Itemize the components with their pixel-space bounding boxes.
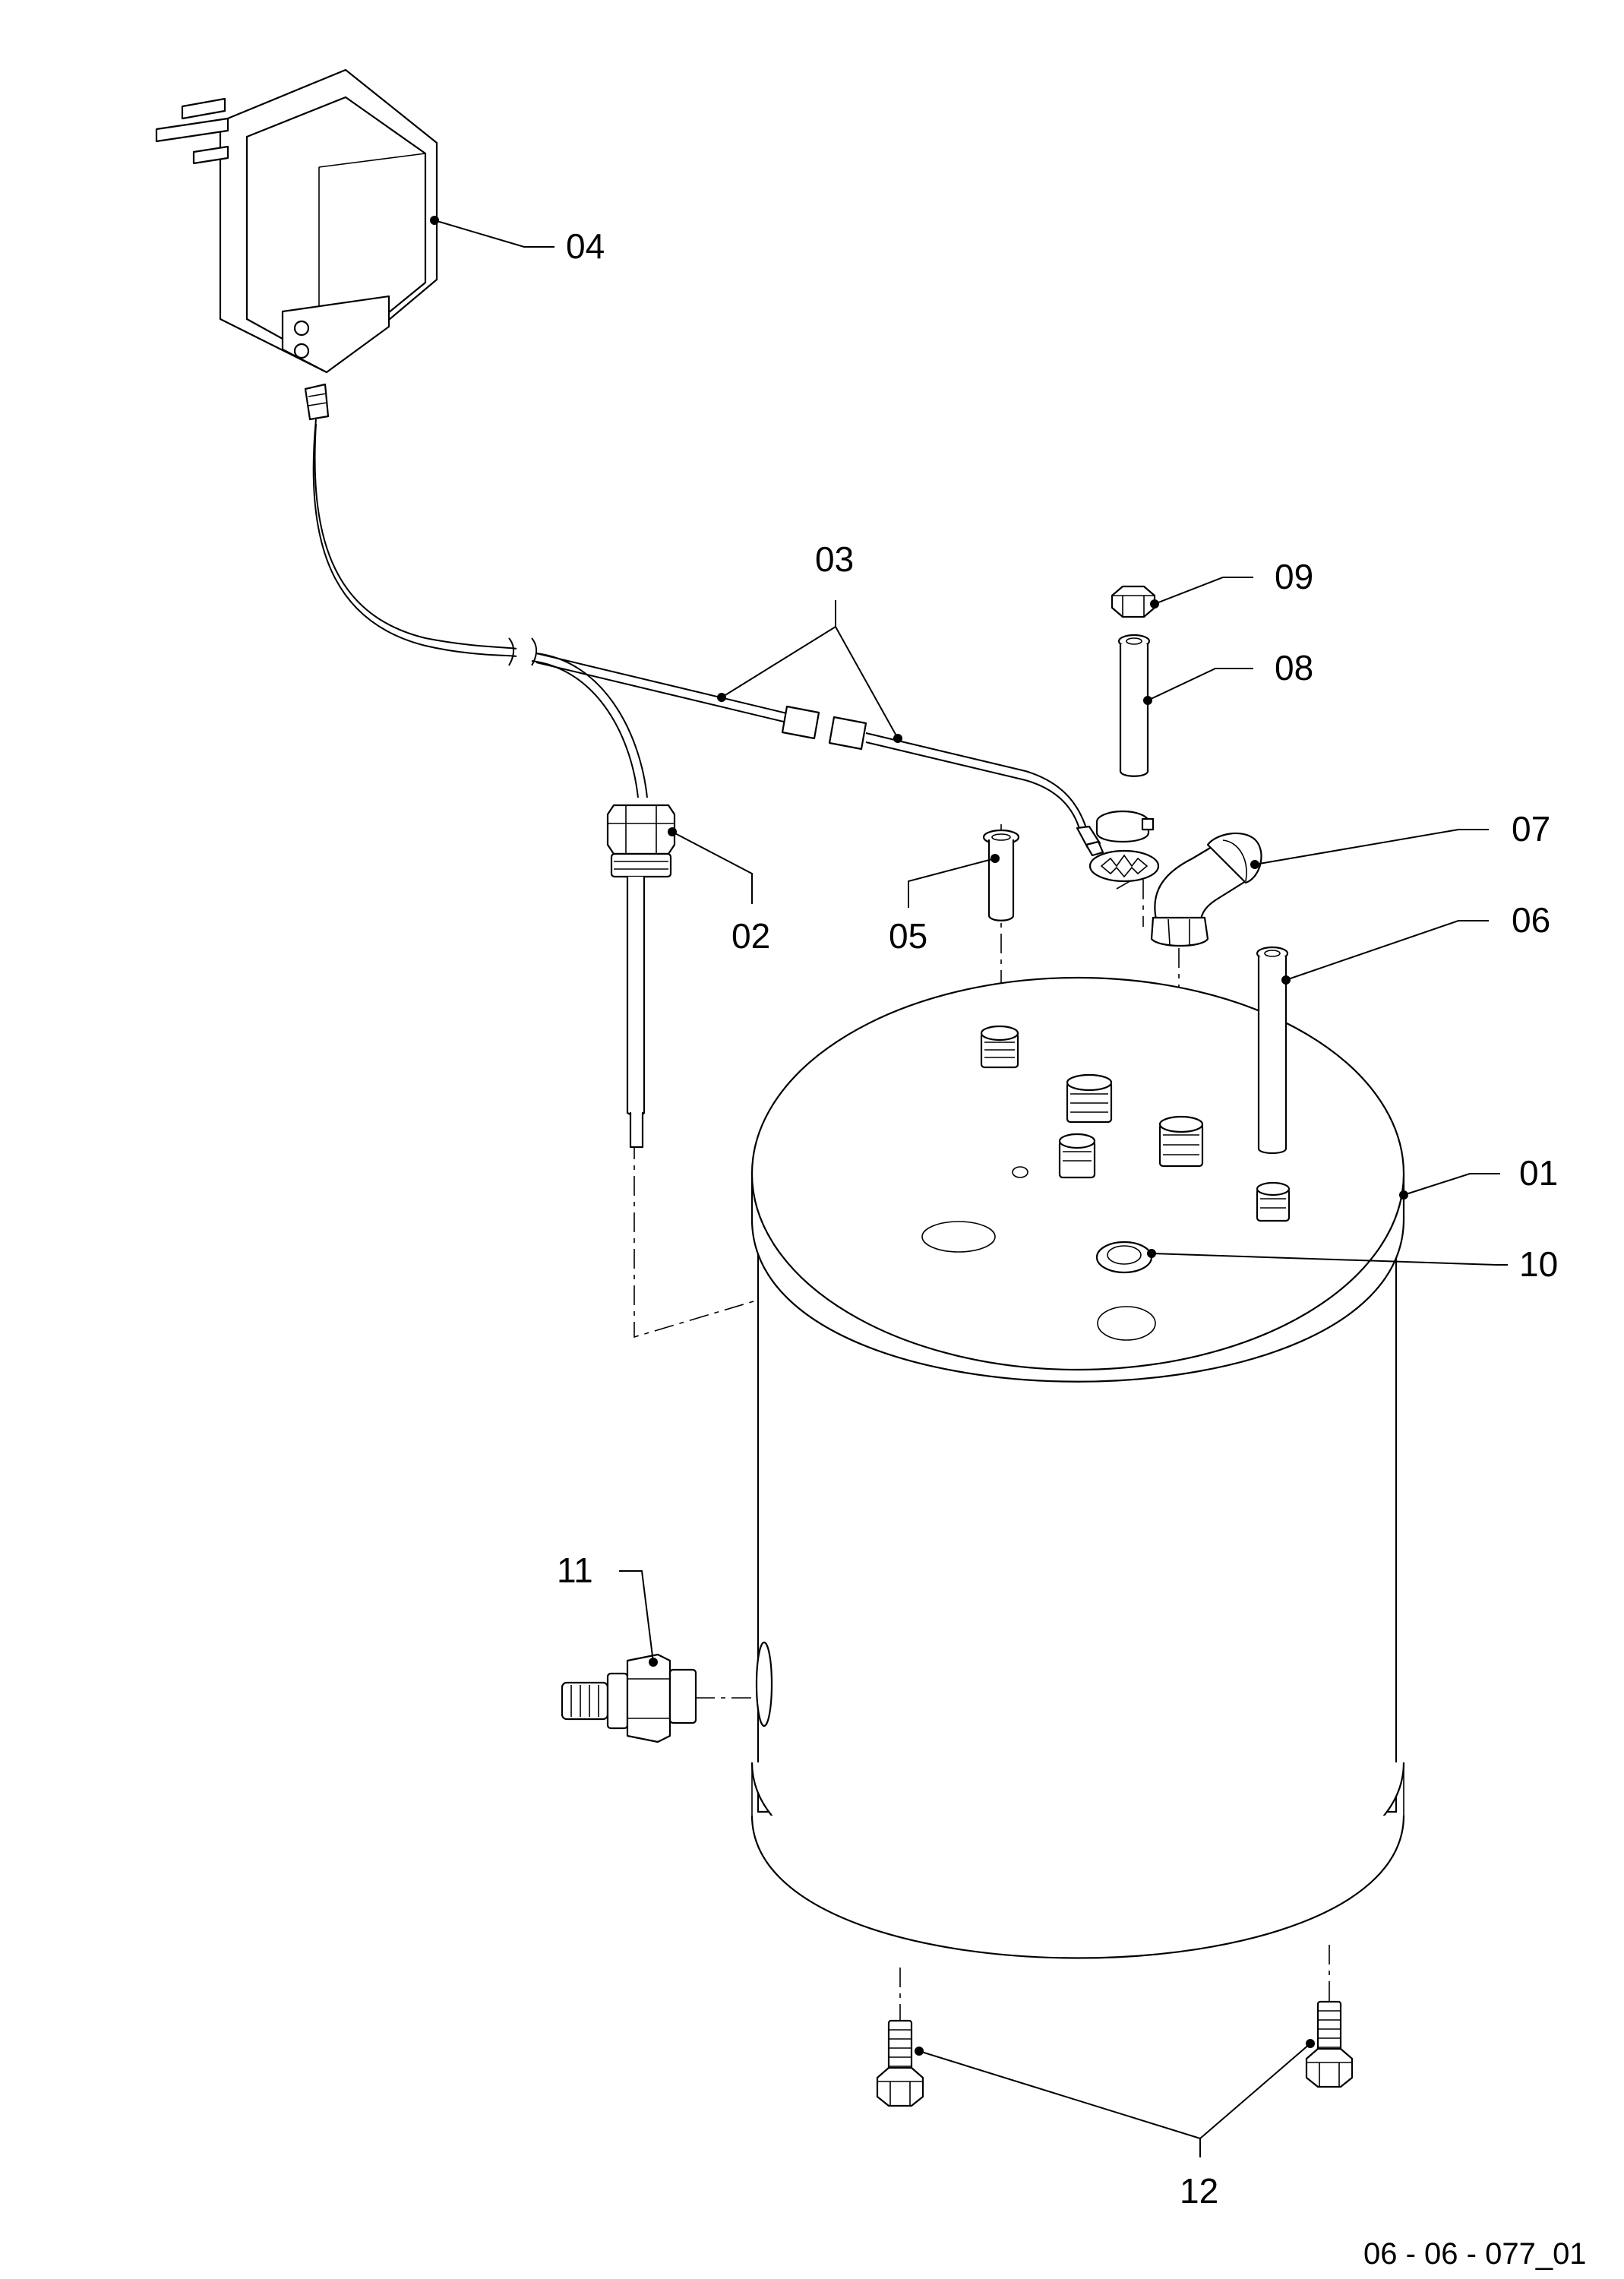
foot-right [1305,2000,1354,2088]
cables [312,419,1104,857]
power-adapter [155,68,438,421]
callout-leaders [430,216,1508,2157]
pipe-05 [982,829,1020,921]
label-06: 06 [1512,900,1550,940]
label-08: 08 [1275,648,1313,687]
foot-left [876,2019,924,2107]
lid-nipple-b [1066,1073,1113,1124]
label-10: 10 [1519,1244,1558,1284]
gasket-10 [1095,1241,1153,1274]
star-washer [1088,849,1160,883]
fitting-11 [561,1653,697,1743]
label-12: 12 [1180,2171,1218,2211]
label-01: 01 [1519,1153,1558,1193]
label-02: 02 [731,916,770,956]
label-07: 07 [1512,809,1550,849]
sensor-probe [606,804,676,1149]
lid-nipple-c [1058,1133,1096,1179]
drawing-reference: 06 - 06 - 077_01 [1363,2237,1587,2271]
hose-clamp [1095,810,1155,843]
label-11: 11 [557,1550,593,1590]
lid-nipple-d [1158,1115,1204,1168]
tube-08 [1117,634,1151,777]
callout-labels: 04 03 09 08 07 06 02 05 01 10 11 12 06 -… [557,226,1587,2271]
label-03: 03 [815,539,854,579]
lid-nipple-a [980,1025,1019,1069]
ferrite-blocks [781,705,867,751]
elbow-fitting [1150,832,1262,947]
label-09: 09 [1275,557,1313,596]
label-05: 05 [889,916,927,956]
nut-09 [1111,585,1156,618]
tube-06 [1256,946,1289,1155]
tank-body [750,976,1405,1959]
lid-nipple-e [1256,1181,1291,1222]
label-04: 04 [566,226,605,266]
